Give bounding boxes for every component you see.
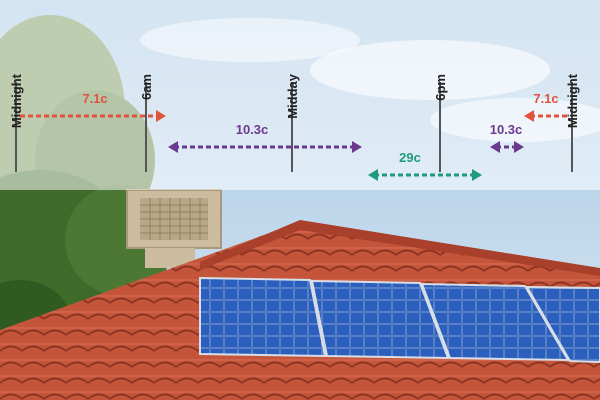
- rate-label: 7.1c: [533, 91, 558, 106]
- solar-panel: [310, 279, 450, 360]
- arrow-head-left: [368, 169, 378, 181]
- arrow-head-right: [156, 110, 166, 122]
- air-conditioner-unit: [126, 189, 222, 268]
- solar-panel: [199, 276, 327, 358]
- time-marker-label: Midnight: [9, 73, 24, 128]
- time-marker-label: Midnight: [565, 73, 580, 128]
- time-marker-label: 6am: [139, 74, 154, 100]
- rate-label: 7.1c: [82, 91, 107, 106]
- time-marker-label: 6pm: [433, 74, 448, 101]
- arrow-head-right: [472, 169, 482, 181]
- arrow-head-right: [514, 141, 524, 153]
- arrow-head-right: [352, 141, 362, 153]
- solar-panel: [420, 282, 570, 362]
- timeline-overlay: [0, 0, 600, 190]
- solar-panel: [525, 285, 600, 364]
- arrow-head-left: [524, 110, 534, 122]
- rate-label: 10.3c: [236, 122, 269, 137]
- tariff-timeline: Midnight 6am Midday 6pm Midnight 7.1c 10.3c 29c…: [9, 73, 580, 181]
- time-marker-label: Midday: [285, 73, 300, 119]
- rate-label: 10.3c: [490, 122, 523, 137]
- arrow-head-left: [168, 141, 178, 153]
- rate-label: 29c: [399, 150, 421, 165]
- solar-panels: [199, 276, 600, 364]
- arrow-head-left: [490, 141, 500, 153]
